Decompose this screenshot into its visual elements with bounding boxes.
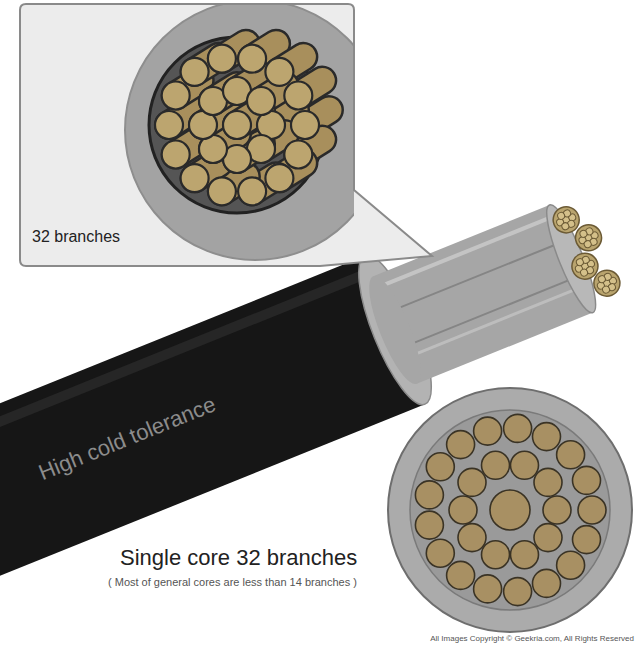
- strand: [573, 466, 601, 494]
- strand: [426, 539, 454, 567]
- strand: [534, 524, 562, 552]
- sheath-section: [125, 4, 354, 260]
- strand-end: [208, 45, 236, 73]
- sheath-highlight: [406, 287, 582, 358]
- strand: [458, 524, 486, 552]
- sheath-base: [359, 271, 430, 390]
- cross-section: [388, 388, 632, 632]
- strand-bundle: [572, 221, 606, 255]
- strand: [534, 468, 562, 496]
- strand: [426, 453, 454, 481]
- strand-end: [223, 111, 251, 139]
- strand: [511, 451, 539, 479]
- callout-outline: [20, 4, 432, 266]
- sheath-end: [538, 201, 604, 318]
- strand: [511, 541, 539, 569]
- strand: [415, 511, 443, 539]
- callout-detail: [125, 4, 354, 260]
- note-text: ( Most of general cores are less than 14…: [108, 575, 357, 589]
- strand-end: [265, 58, 293, 86]
- strand-bundle: [149, 37, 325, 213]
- strand-end: [181, 164, 209, 192]
- cable-jacket: [0, 256, 425, 607]
- strand: [474, 575, 502, 603]
- strand-faces: [155, 45, 319, 206]
- strand-bodies: [169, 44, 329, 192]
- strand: [504, 414, 532, 442]
- strand: [482, 451, 510, 479]
- strand-end: [238, 45, 266, 73]
- callout-box: 32 branches: [20, 4, 354, 266]
- jacket-highlight: [0, 267, 373, 479]
- strand-end: [162, 82, 190, 110]
- strand: [449, 496, 477, 524]
- strand: [474, 417, 502, 445]
- strand-end: [265, 164, 293, 192]
- strand-end: [247, 87, 275, 115]
- copyright-watermark: All Images Copyright © Geekria.com, All …: [430, 634, 634, 644]
- sheath-seam: [402, 276, 578, 347]
- callout-text: 32 branches: [32, 228, 342, 246]
- strand: [557, 441, 585, 469]
- strand: [533, 569, 561, 597]
- caption-text: Single core 32 branches: [120, 545, 357, 571]
- strand-area: [410, 410, 610, 610]
- strand: [415, 481, 443, 509]
- strand-bundle: [590, 266, 624, 300]
- strand: [447, 561, 475, 589]
- cable-sheath: [388, 388, 632, 632]
- strand-end: [208, 177, 236, 205]
- strand: [458, 468, 486, 496]
- strand: [533, 423, 561, 451]
- strand: [482, 541, 510, 569]
- strand-end: [155, 111, 183, 139]
- strand-end: [162, 141, 190, 169]
- strand: [447, 431, 475, 459]
- strand: [504, 578, 532, 606]
- strand-end: [291, 111, 319, 139]
- strand: [573, 526, 601, 554]
- strand: [543, 496, 571, 524]
- strand: [490, 490, 530, 530]
- strand-end: [181, 58, 209, 86]
- strand: [578, 496, 606, 524]
- strand: [557, 551, 585, 579]
- strand-end: [284, 141, 312, 169]
- strand-end: [238, 177, 266, 205]
- strand-end: [284, 82, 312, 110]
